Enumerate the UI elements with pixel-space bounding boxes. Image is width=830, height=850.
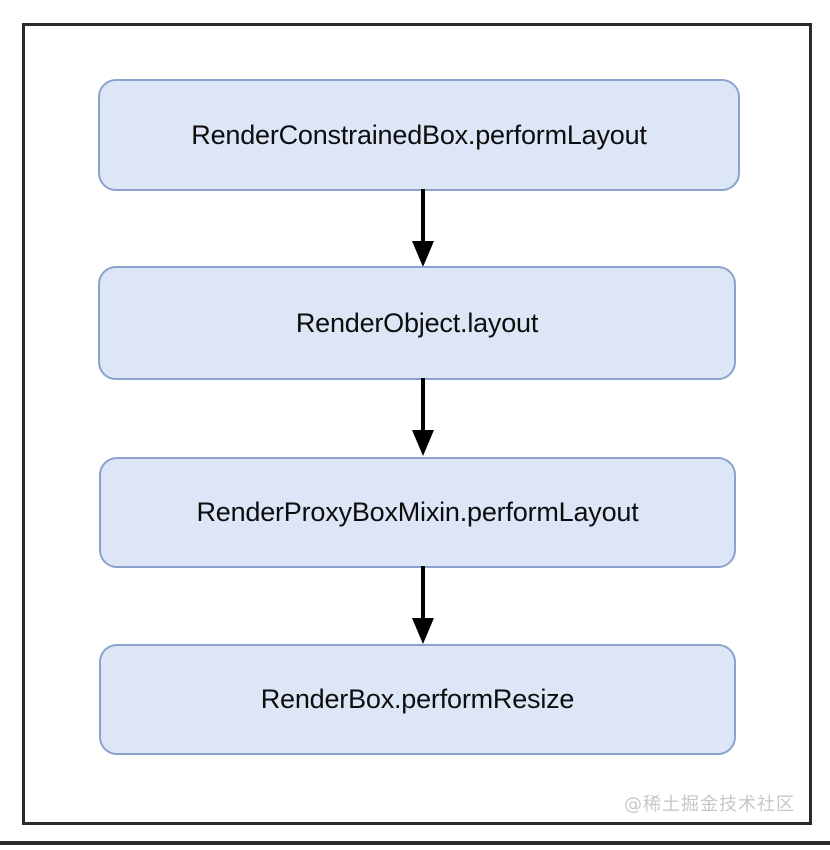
flow-node-label: RenderProxyBoxMixin.performLayout bbox=[196, 497, 639, 527]
flow-node-label: RenderBox.performResize bbox=[260, 684, 575, 714]
flow-node-render-object-layout[interactable]: RenderObject.layout bbox=[98, 266, 736, 380]
flow-arrow-down-icon bbox=[411, 189, 435, 267]
flow-node-label: RenderObject.layout bbox=[295, 307, 539, 338]
watermark-text: @稀土掘金技术社区 bbox=[624, 794, 795, 815]
flow-node-render-proxy-box-mixin-perform-layout[interactable]: RenderProxyBoxMixin.performLayout bbox=[99, 457, 736, 568]
flow-node-render-box-perform-resize[interactable]: RenderBox.performResize bbox=[99, 644, 736, 755]
flow-arrow-down-icon bbox=[411, 378, 435, 456]
flow-arrow-down-icon bbox=[411, 566, 435, 644]
diagram-frame: RenderConstrainedBox.performLayout Rende… bbox=[22, 23, 812, 825]
bottom-divider bbox=[0, 841, 830, 845]
flow-node-render-constrained-box-perform-layout[interactable]: RenderConstrainedBox.performLayout bbox=[98, 79, 740, 191]
flowchart-canvas: RenderConstrainedBox.performLayout Rende… bbox=[25, 26, 809, 822]
flow-node-label: RenderConstrainedBox.performLayout bbox=[191, 119, 647, 150]
